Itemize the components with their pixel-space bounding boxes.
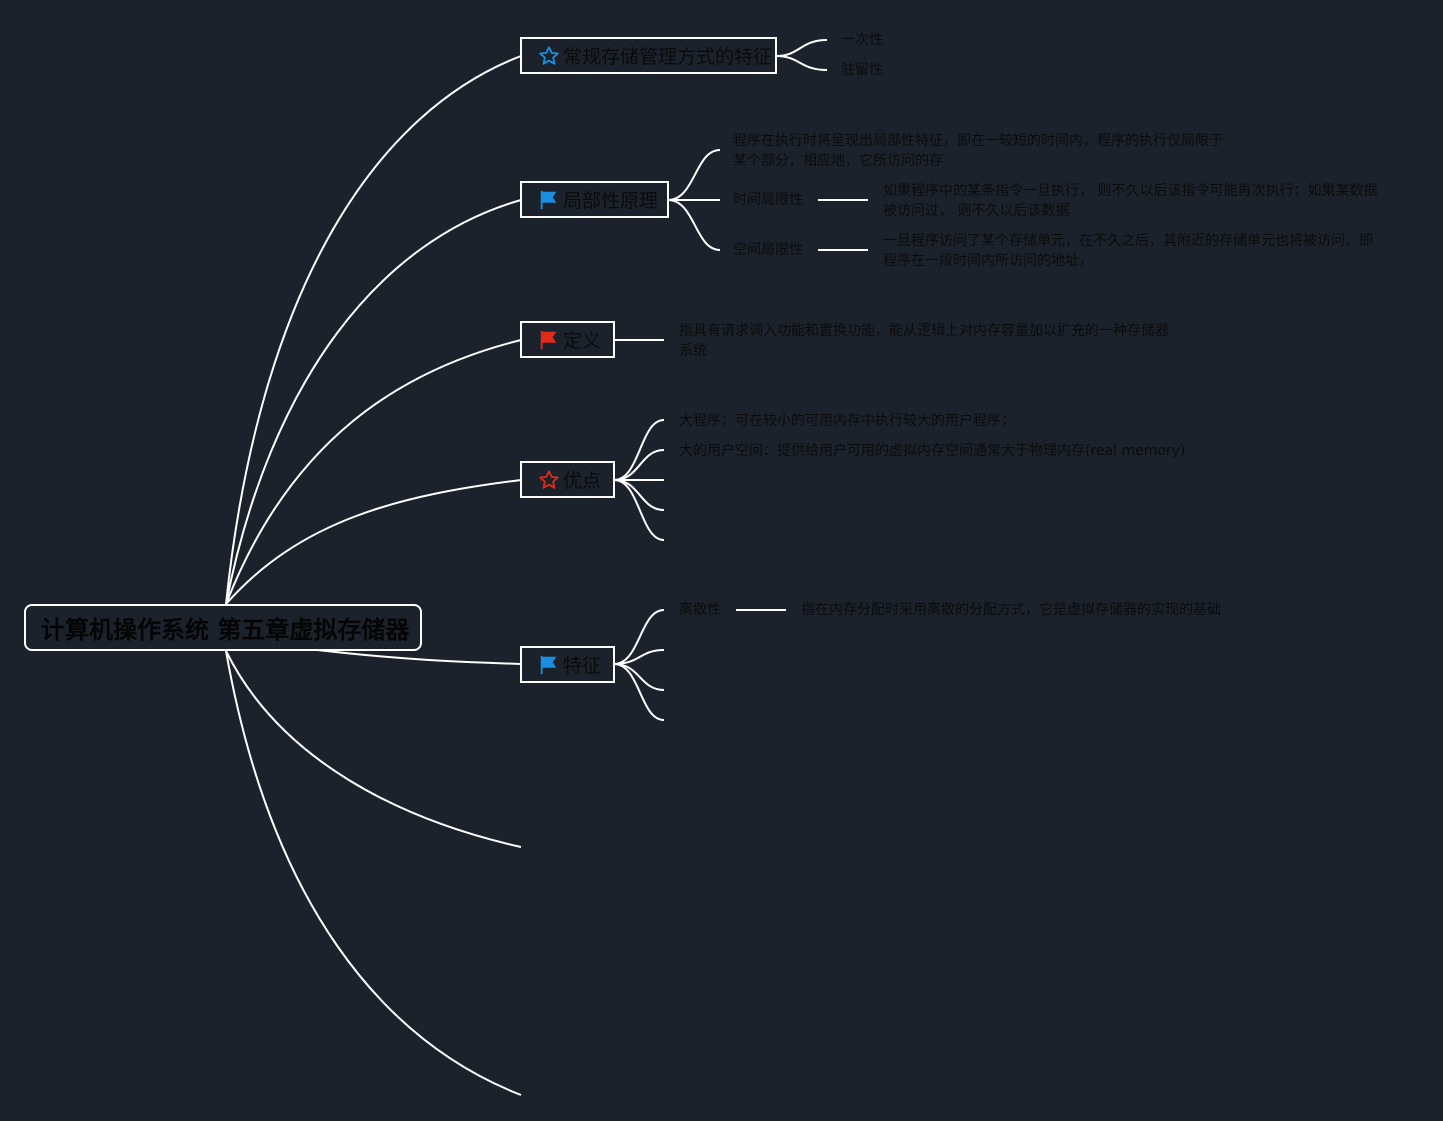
flag-blue-icon — [540, 655, 557, 674]
leaf-b4-c1[interactable]: 大程序：可在较小的可用内存中执行较大的用户程序； — [679, 413, 1015, 429]
leaf-b2-c1[interactable]: 程序在执行时将呈现出局部性特征，即在一较短的时间内，程序的执行仅局限于某个部分，… — [733, 133, 1223, 169]
star-outline-blue-icon — [539, 45, 559, 65]
link-root-branch-6 — [225, 650, 522, 848]
link-b5-c4 — [613, 663, 665, 721]
leaf-b2-c2-detail[interactable]: 如果程序中的某条指令一旦执行， 则不久以后该指令可能再次执行；如果某数据被访问过… — [883, 183, 1378, 219]
branch-node-characteristics[interactable]: 特征 — [520, 646, 615, 683]
branch-node-definition[interactable]: 定义 — [520, 321, 615, 358]
flag-blue-icon — [540, 190, 557, 209]
leaf-b2-c3-detail[interactable]: 一旦程序访问了某个存储单元，在不久之后，其附近的存储单元也将被访问，即程序在一段… — [883, 233, 1373, 269]
leaf-b2-c2[interactable]: 时间局限性 — [733, 192, 803, 208]
branch-node-label: 优点 — [563, 470, 602, 492]
branch-node-advantages[interactable]: 优点 — [520, 461, 615, 498]
link-b2-c1 — [667, 149, 721, 201]
link-root-branch-1 — [225, 55, 522, 605]
link-b1-c2 — [775, 55, 828, 71]
link-root-branch-5 — [299, 647, 522, 665]
link-b1-c1 — [775, 39, 828, 57]
star-outline-red-icon — [539, 469, 559, 489]
flag-red-icon — [540, 330, 557, 349]
link-root-branch-7 — [225, 650, 522, 1096]
branch-node-label: 特征 — [563, 655, 602, 677]
link-b5-c3 — [613, 663, 665, 691]
leaf-b5-c1-detail[interactable]: 指在内存分配时采用离散的分配方式，它是虚拟存储器的实现的基础 — [801, 602, 1221, 618]
leaf-b5-c1[interactable]: 离散性 — [679, 602, 721, 618]
link-b4-c4 — [613, 479, 665, 511]
branch-node-locality-principle[interactable]: 局部性原理 — [520, 181, 669, 218]
leaf-b4-c2[interactable]: 大的用户空间：提供给用户可用的虚拟内存空间通常大于物理内存(real memor… — [679, 443, 1186, 459]
link-b4-c1 — [613, 419, 665, 481]
branch-node-label: 定义 — [563, 330, 602, 352]
link-b5-c1 — [613, 609, 665, 665]
root-node-label: 计算机操作系统 第五章虚拟存储器 — [41, 616, 410, 644]
link-root-branch-3 — [225, 339, 522, 605]
leaf-b3-c1[interactable]: 指具有请求调入功能和置换功能，能从逻辑上对内存容量加以扩充的一种存储器系统 — [679, 323, 1169, 359]
link-root-branch-2 — [225, 199, 522, 605]
branch-node-label: 局部性原理 — [563, 190, 659, 212]
root-node[interactable]: 计算机操作系统 第五章虚拟存储器 — [24, 604, 422, 651]
leaf-b2-c3[interactable]: 空间局限性 — [733, 242, 803, 258]
link-root-branch-4 — [225, 479, 522, 605]
leaf-b1-c1[interactable]: 一次性 — [841, 32, 883, 48]
link-b4-c5 — [613, 479, 665, 541]
link-b4-c2 — [613, 449, 665, 481]
branch-node-label: 常规存储管理方式的特征 — [563, 46, 773, 68]
branch-node-conventional-storage[interactable]: 常规存储管理方式的特征 — [520, 37, 777, 74]
link-b2-c3 — [667, 199, 721, 251]
leaf-b1-c2[interactable]: 驻留性 — [841, 62, 883, 78]
